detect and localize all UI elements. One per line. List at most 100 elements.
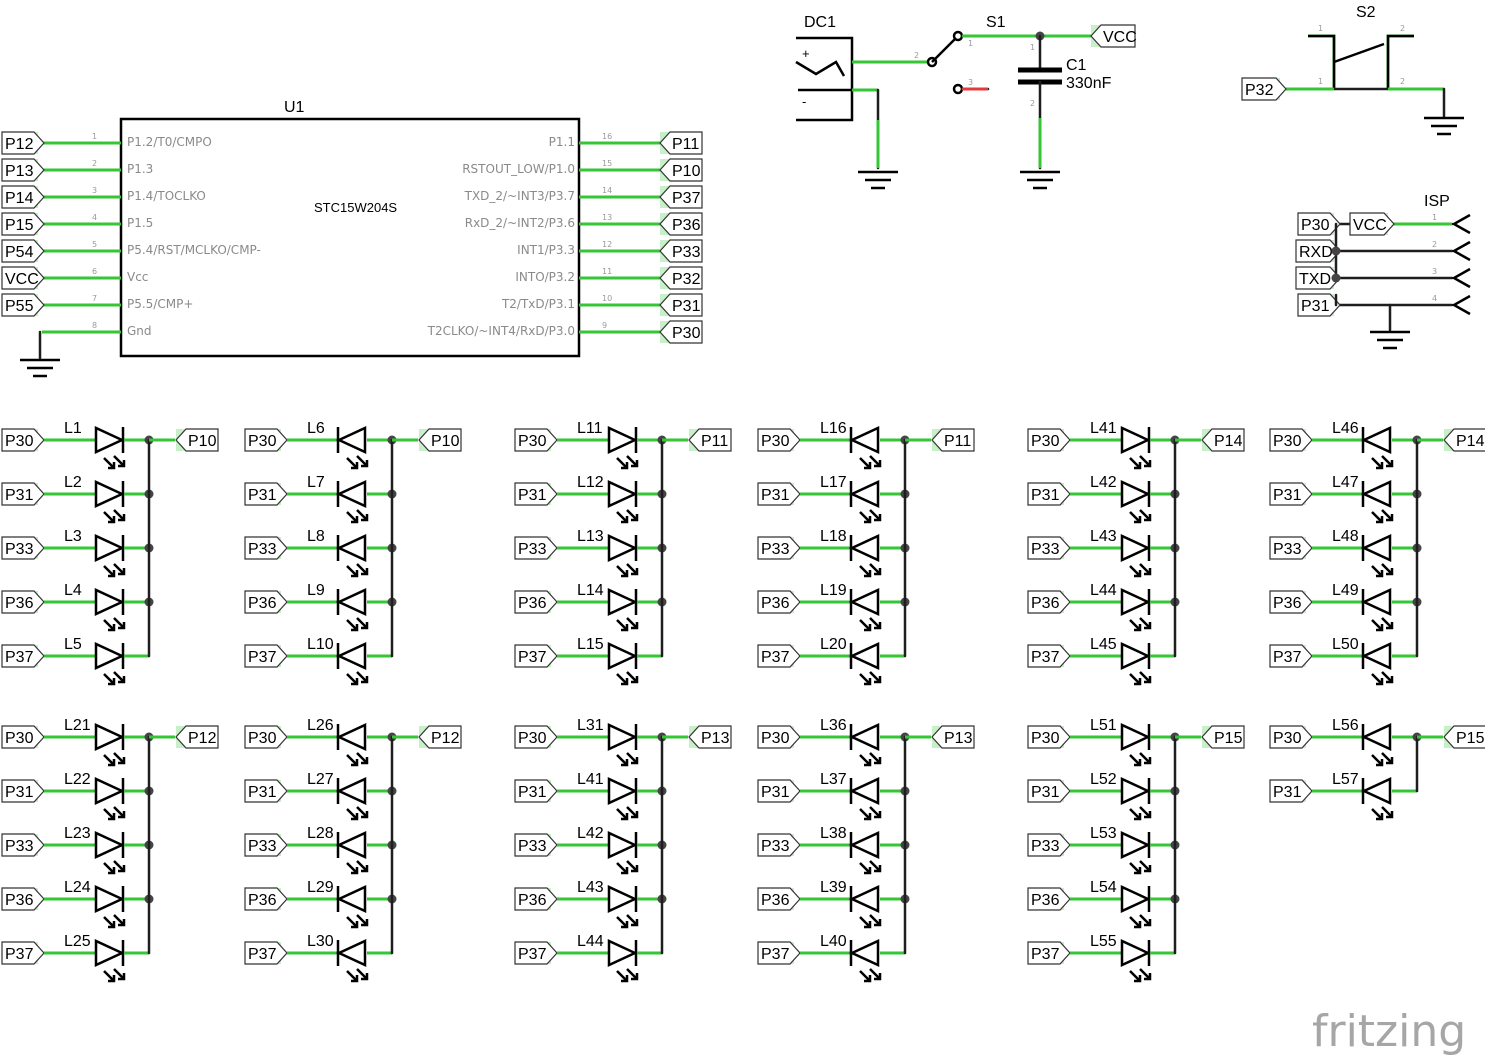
net-port-p33: P33 [244, 536, 288, 560]
led-light-arrows [859, 914, 882, 929]
led-triangle [607, 777, 638, 805]
led-triangle [336, 588, 367, 616]
led-light-arrows [1129, 806, 1152, 821]
led-label: L5 [64, 636, 82, 653]
net-port-p30: P30 [244, 725, 288, 749]
net-port-p10: P10 [659, 158, 703, 182]
led-triangle [1120, 723, 1151, 751]
port-label: P31 [1301, 298, 1330, 315]
pin-name: P5.5/CMP+ [127, 297, 193, 311]
port-label: P13 [944, 730, 973, 747]
port-box [1269, 779, 1313, 803]
led-triangle [1120, 426, 1151, 454]
led-label: L29 [307, 879, 334, 896]
port-label: P14 [1456, 433, 1485, 450]
switch-pin: 3 [968, 78, 973, 87]
net-port-p30: P30 [514, 428, 558, 452]
led-label: L36 [820, 717, 847, 734]
led-triangle [336, 777, 367, 805]
port-label: P36 [761, 595, 790, 612]
pin-number: 16 [602, 132, 612, 141]
port-box [659, 239, 703, 263]
led-label: L56 [1332, 717, 1359, 734]
led-label: L47 [1332, 474, 1359, 491]
led-label: L54 [1090, 879, 1117, 896]
led-label: L22 [64, 771, 91, 788]
led-triangle [1120, 480, 1151, 508]
led-triangle [94, 723, 125, 751]
led-label: L17 [820, 474, 847, 491]
led-light-arrows [859, 509, 882, 524]
net-port-p12: P12 [175, 725, 219, 749]
led-light-arrows [616, 563, 639, 578]
pin-number: 2 [92, 159, 97, 168]
port-label: P31 [1031, 487, 1060, 504]
led-triangle [849, 723, 880, 751]
port-box [757, 590, 801, 614]
net-port-p36: P36 [757, 590, 801, 614]
led-light-arrows [103, 968, 126, 983]
ground-icon [1370, 330, 1410, 350]
cap-ref: C1 [1066, 57, 1087, 74]
net-port-p31: P31 [1269, 779, 1313, 803]
port-label: P14 [5, 190, 34, 207]
led-triangle [849, 939, 880, 967]
led-triangle [849, 534, 880, 562]
led-light-arrows [1371, 617, 1394, 632]
led-triangle [94, 480, 125, 508]
port-label: P36 [1273, 595, 1302, 612]
button-ref: S2 [1356, 4, 1376, 21]
net-port-p37: P37 [514, 941, 558, 965]
port-label: P31 [761, 487, 790, 504]
led-light-arrows [1129, 671, 1152, 686]
isp-pin-socket [1451, 240, 1471, 262]
led-triangle [607, 642, 638, 670]
button-actuator [1333, 42, 1385, 64]
port-label: P30 [761, 433, 790, 450]
pin-name: INT1/P3.3 [517, 243, 575, 257]
led-light-arrows [103, 806, 126, 821]
port-box [1269, 536, 1313, 560]
led-label: L13 [577, 528, 604, 545]
port-box [1, 536, 45, 560]
port-box [1295, 266, 1341, 290]
port-box [244, 941, 288, 965]
led-light-arrows [1129, 914, 1152, 929]
led-light-arrows [103, 563, 126, 578]
pin-number: 15 [602, 159, 612, 168]
button-pin: 1 [1318, 77, 1323, 86]
port-box [418, 428, 462, 452]
port-box [514, 941, 558, 965]
net-port-p36: P36 [514, 887, 558, 911]
led-triangle [849, 588, 880, 616]
port-label: P15 [1214, 730, 1243, 747]
led-label: L16 [820, 420, 847, 437]
led-triangle [607, 723, 638, 751]
chip-part: STC15W204S [314, 200, 397, 215]
led-triangle [849, 480, 880, 508]
dc-jack-contact [795, 60, 846, 77]
port-label: P11 [944, 433, 971, 450]
port-box [1349, 212, 1395, 236]
port-label: P36 [248, 595, 277, 612]
led-label: L19 [820, 582, 847, 599]
port-label: P37 [248, 649, 277, 666]
port-box [244, 482, 288, 506]
led-triangle [94, 642, 125, 670]
led-label: L1 [64, 420, 82, 437]
net-port-p32: P32 [659, 266, 703, 290]
net-port-p30: P30 [1269, 725, 1313, 749]
led-label: L4 [64, 582, 82, 599]
led-light-arrows [616, 671, 639, 686]
led-triangle [1361, 642, 1392, 670]
led-label: L50 [1332, 636, 1359, 653]
net-port-p31: P31 [244, 779, 288, 803]
led-label: L14 [577, 582, 604, 599]
port-box [514, 887, 558, 911]
isp-ref: ISP [1424, 193, 1450, 210]
net-port-p33: P33 [1, 536, 45, 560]
